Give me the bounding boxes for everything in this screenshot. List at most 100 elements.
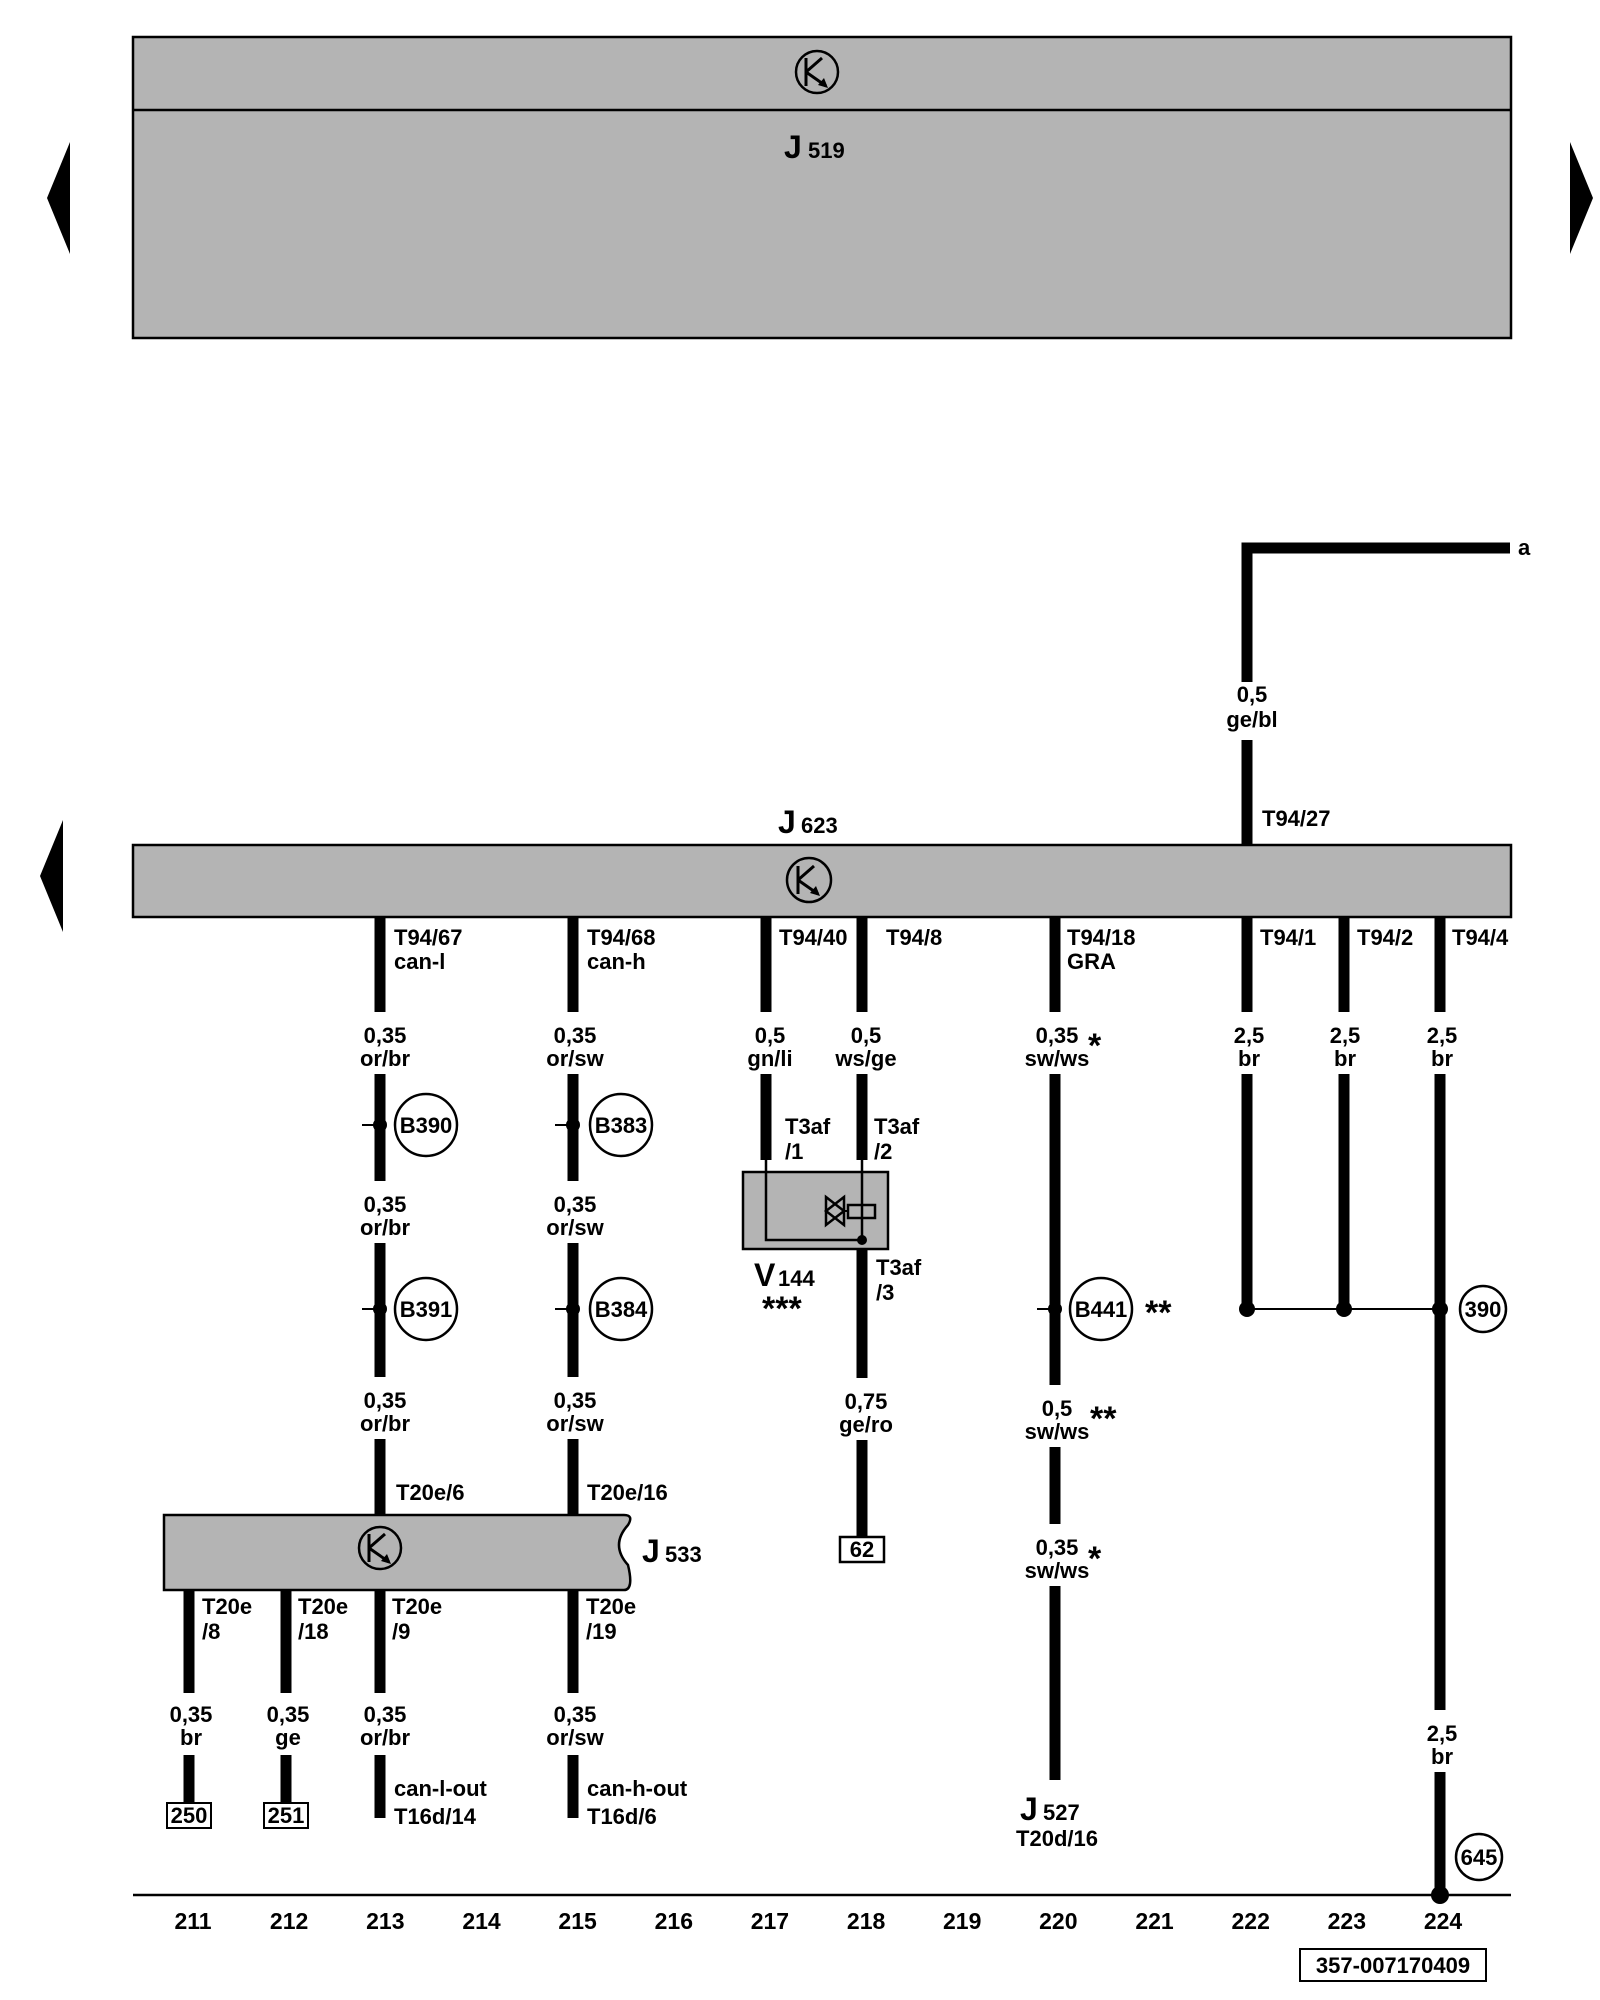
wire-color-label: br bbox=[1431, 1046, 1453, 1071]
track-number: 217 bbox=[751, 1908, 789, 1934]
pin-label: /3 bbox=[876, 1280, 894, 1305]
wire-br-223: T94/2 2,5 br bbox=[1319, 917, 1413, 1317]
wire-color-label: or/sw bbox=[546, 1046, 604, 1071]
wire-size-label: 0,35 bbox=[554, 1702, 597, 1727]
pin-label: T20e bbox=[586, 1594, 636, 1619]
nav-left-arrow-icon[interactable] bbox=[40, 820, 63, 932]
track-number: 219 bbox=[943, 1908, 981, 1934]
splice-b383: B383 bbox=[555, 1092, 654, 1158]
valve-v144: V 144 *** bbox=[741, 1160, 890, 1328]
j533-subscript: 533 bbox=[665, 1542, 702, 1567]
pin-label: T94/67 bbox=[394, 925, 463, 950]
pin-label: /8 bbox=[202, 1619, 220, 1644]
wire-ws-ge: T94/8 0,5 ws/ge T3af /2 bbox=[827, 917, 942, 1164]
wire-ge-212: T20e /18 0,35 ge 251 bbox=[255, 1590, 348, 1829]
wire-br-224: T94/4 2,5 br 2,5 br bbox=[1247, 917, 1509, 1904]
track-number: 220 bbox=[1039, 1908, 1077, 1934]
wire-ge-ro: T3af /3 0,75 ge/ro 62 bbox=[827, 1249, 922, 1564]
track-number: 211 bbox=[174, 1908, 211, 1934]
diagram-id-box: 357-007170409 bbox=[1299, 1948, 1487, 1982]
pin-label: T94/40 bbox=[779, 925, 848, 950]
track-number: 214 bbox=[462, 1908, 501, 1934]
j527-label: J bbox=[1020, 1791, 1038, 1827]
wire-can-l: T94/67 can-l 0,35 or/br 0,35 or/br 0,35 … bbox=[345, 917, 465, 1519]
pin-label: T20e bbox=[392, 1594, 442, 1619]
pin-label: T94/2 bbox=[1357, 925, 1413, 950]
wire-color-label: sw/ws bbox=[1025, 1419, 1090, 1444]
variant-mark: * bbox=[1088, 1027, 1102, 1065]
wire-br-222: T94/1 2,5 br bbox=[1222, 917, 1316, 1317]
v144-subscript: 144 bbox=[778, 1266, 815, 1291]
track-number: 223 bbox=[1328, 1908, 1366, 1934]
j623-label: J bbox=[778, 804, 796, 840]
wire-color-label: sw/ws bbox=[1025, 1046, 1090, 1071]
wire-size-label: 0,35 bbox=[364, 1702, 407, 1727]
splice-label: B390 bbox=[400, 1113, 453, 1138]
wire-color-label: or/br bbox=[360, 1046, 411, 1071]
pin-label: T94/1 bbox=[1260, 925, 1316, 950]
pin-label: /2 bbox=[874, 1139, 892, 1164]
ref-box-label: 250 bbox=[171, 1803, 208, 1828]
track-number: 218 bbox=[847, 1908, 886, 1934]
track-number: 222 bbox=[1232, 1908, 1270, 1934]
wire-can-h-out: T20e /19 0,35 or/sw can-h-out T16d/6 bbox=[538, 1590, 688, 1829]
nav-left-arrow-icon[interactable] bbox=[47, 142, 70, 254]
wire-color-label: br bbox=[1334, 1046, 1356, 1071]
signal-label: can-l-out bbox=[394, 1776, 488, 1801]
pin-label: T3af bbox=[874, 1114, 920, 1139]
ground-label: 390 bbox=[1465, 1297, 1502, 1322]
pin-label: T94/27 bbox=[1262, 806, 1331, 831]
control-unit-j519: J 519 bbox=[131, 35, 1513, 340]
wire-can-h: T94/68 can-h 0,35 or/sw 0,35 or/sw 0,35 … bbox=[538, 917, 668, 1519]
wire-color-label: sw/ws bbox=[1025, 1558, 1090, 1583]
ref-box-label: 251 bbox=[268, 1803, 305, 1828]
wire-gra: T94/18 GRA 0,35 sw/ws * 0,5 sw/ws ** 0,3… bbox=[1015, 917, 1136, 1780]
track-number: 221 bbox=[1135, 1908, 1174, 1934]
pin-label: T3af bbox=[876, 1255, 922, 1280]
pin-label: T20e bbox=[298, 1594, 348, 1619]
splice-label: B383 bbox=[595, 1113, 648, 1138]
wire-color-label: or/br bbox=[360, 1215, 411, 1240]
ground-point-645: 645 bbox=[1454, 1832, 1504, 1882]
splice-b384: B384 bbox=[555, 1276, 654, 1342]
pin-label: /19 bbox=[586, 1619, 617, 1644]
wire-size-label: 0,5 bbox=[851, 1023, 882, 1048]
wire-color-label: ws/ge bbox=[834, 1046, 896, 1071]
ground-point-390: 390 bbox=[1458, 1284, 1508, 1334]
variant-mark: * bbox=[1088, 1540, 1102, 1578]
wire-color-label: ge bbox=[275, 1725, 301, 1750]
track-number: 224 bbox=[1424, 1908, 1463, 1934]
wire-size-label: 0,35 bbox=[554, 1023, 597, 1048]
pin-label: T94/68 bbox=[587, 925, 656, 950]
pin-label: /1 bbox=[785, 1139, 803, 1164]
wire-size-label: 0,35 bbox=[1036, 1023, 1079, 1048]
wire-size-label: 0,5 bbox=[755, 1023, 786, 1048]
control-unit-j623: J 623 bbox=[131, 804, 1513, 919]
wire-size-label: 2,5 bbox=[1330, 1023, 1361, 1048]
variant-mark: ** bbox=[1090, 1400, 1117, 1438]
wire-ge-bl: a 0,5 ge/bl T94/27 bbox=[1212, 535, 1531, 848]
track-number: 216 bbox=[655, 1908, 693, 1934]
pin-label: T20e bbox=[202, 1594, 252, 1619]
pin-label: T20e/16 bbox=[587, 1480, 668, 1505]
wire-color-label: or/br bbox=[360, 1411, 411, 1436]
track-number: 213 bbox=[366, 1908, 404, 1934]
pin-label: T16d/14 bbox=[394, 1804, 477, 1829]
pin-label: /18 bbox=[298, 1619, 329, 1644]
ref-box-label: 62 bbox=[850, 1537, 874, 1562]
signal-label: can-l bbox=[394, 949, 445, 974]
wire-color-label: or/br bbox=[360, 1725, 411, 1750]
j519-subscript: 519 bbox=[808, 138, 845, 163]
nav-right-arrow-icon[interactable] bbox=[1570, 142, 1593, 254]
wire-gn-li: T94/40 0,5 gn/li T3af /1 bbox=[733, 917, 848, 1164]
j533-label: J bbox=[642, 1533, 660, 1569]
can-bus-icon bbox=[794, 49, 840, 95]
pin-label: T94/18 bbox=[1067, 925, 1136, 950]
wire-color-label: or/sw bbox=[546, 1411, 604, 1436]
ref-j527: J 527 T20d/16 bbox=[1016, 1791, 1098, 1851]
wire-size-label: 0,5 bbox=[1042, 1396, 1073, 1421]
wire-size-label: 0,5 bbox=[1237, 682, 1268, 707]
track-number: 215 bbox=[558, 1908, 597, 1934]
signal-label: can-h bbox=[587, 949, 646, 974]
